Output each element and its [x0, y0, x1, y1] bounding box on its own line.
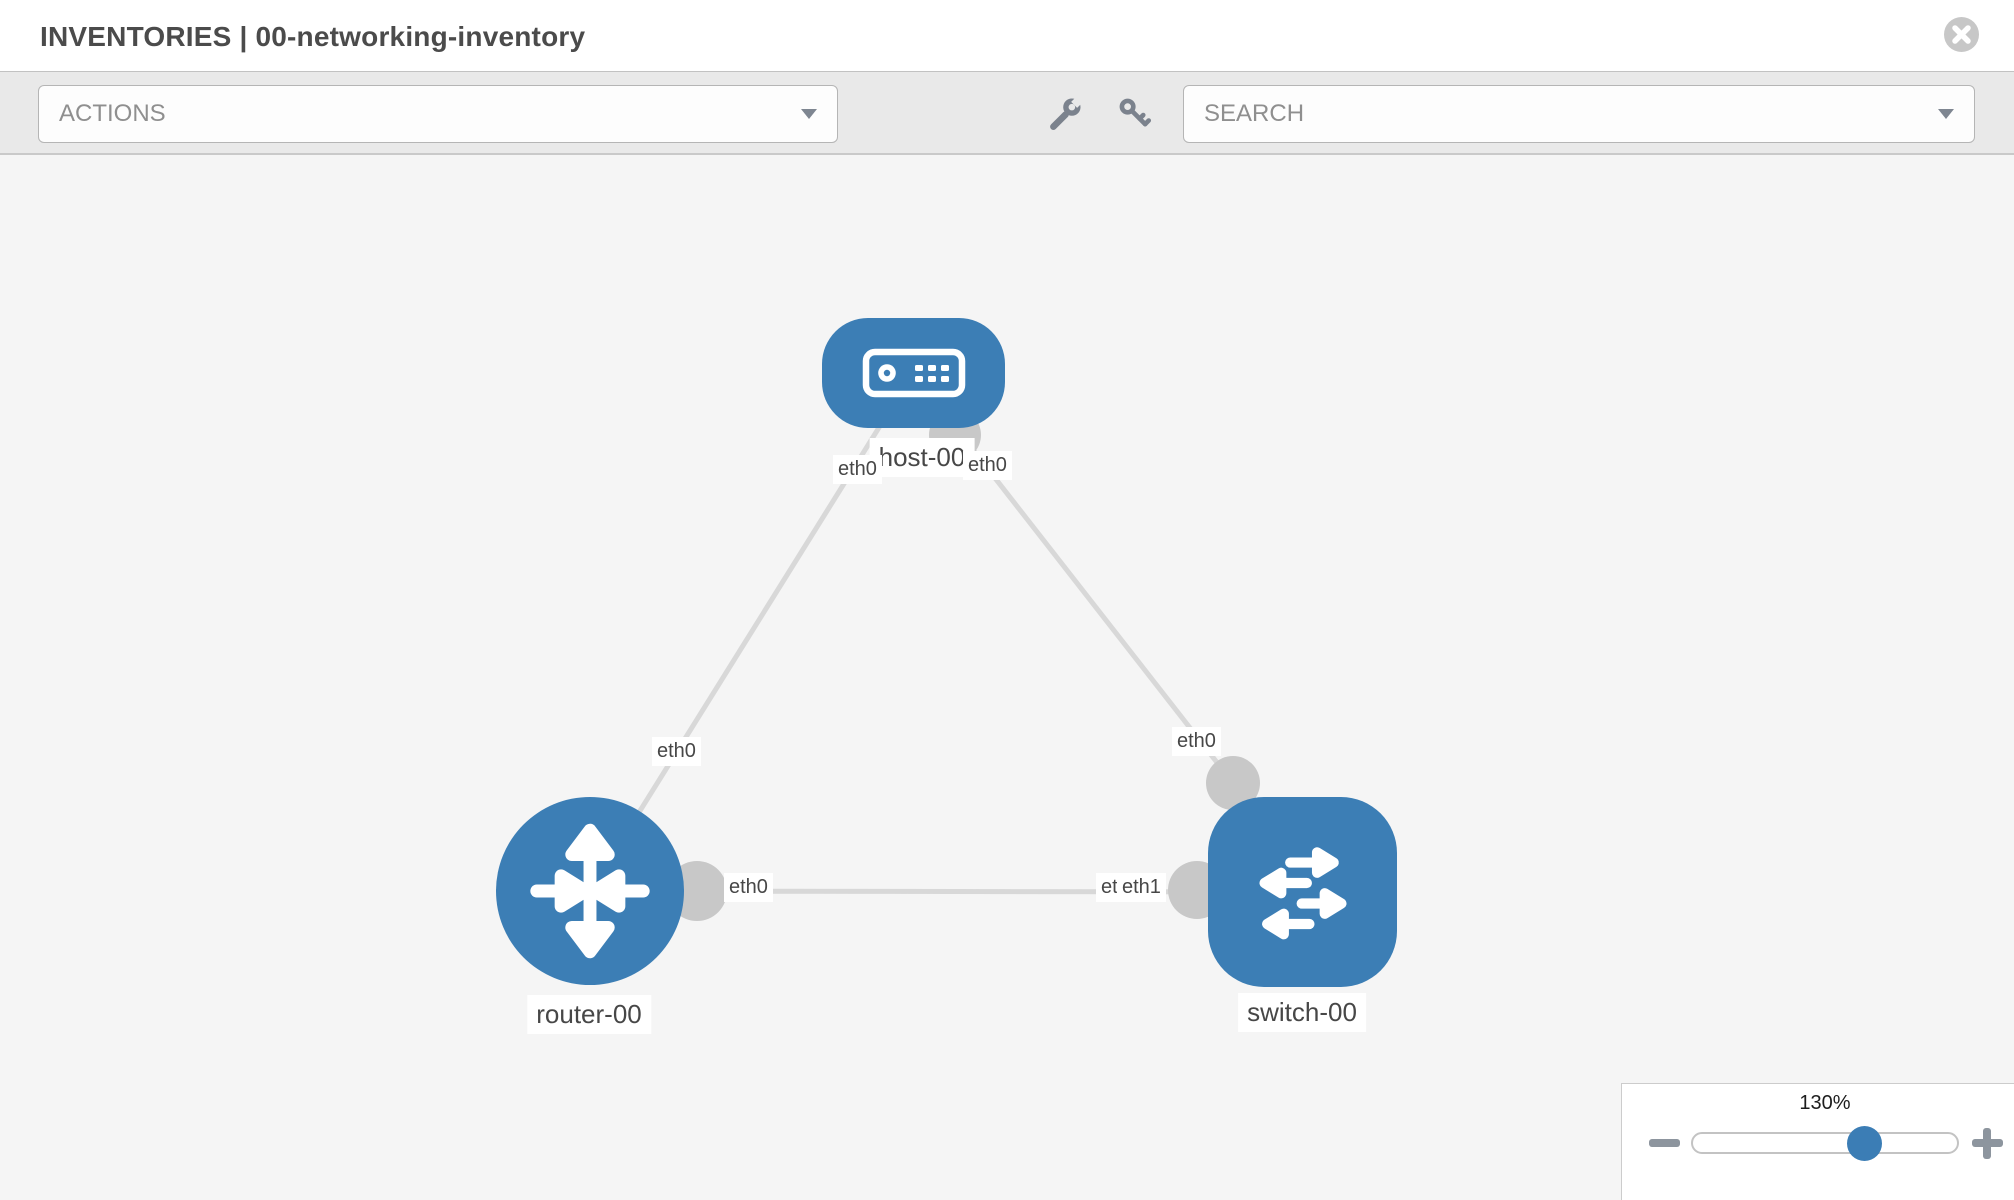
interface-connector [1206, 756, 1260, 810]
zoom-control-panel: 130% [1621, 1083, 2014, 1200]
interface-label: eth0 [1172, 727, 1221, 756]
chevron-down-icon [801, 109, 817, 119]
topology-links-layer [587, 371, 1303, 921]
router-icon [530, 823, 650, 959]
zoom-slider-handle[interactable] [1847, 1126, 1882, 1161]
actions-dropdown[interactable]: ACTIONS [38, 85, 838, 143]
header-bar: INVENTORIES | 00-networking-inventory [0, 0, 2014, 71]
actions-dropdown-label: ACTIONS [59, 100, 166, 127]
plus-icon-bar [1983, 1128, 1991, 1159]
node-switch-00[interactable] [1208, 797, 1397, 987]
zoom-slider-track[interactable] [1691, 1132, 1959, 1154]
search-placeholder: SEARCH [1204, 100, 1305, 127]
node-label-router-00: router-00 [527, 995, 651, 1034]
interface-label: eth0 [652, 737, 701, 766]
search-dropdown[interactable]: SEARCH [1183, 85, 1975, 143]
key-icon[interactable] [1112, 90, 1158, 138]
plus-icon[interactable] [1972, 1128, 2003, 1159]
node-label-switch-00: switch-00 [1238, 993, 1366, 1032]
page-title: INVENTORIES | 00-networking-inventory [40, 21, 586, 52]
interface-label: eth0 [833, 455, 882, 484]
interface-label: eth1 [1117, 873, 1166, 902]
node-host-00[interactable] [822, 318, 1005, 428]
chevron-down-icon [1938, 109, 1954, 119]
interface-label: eth0 [724, 873, 773, 902]
wrench-icon[interactable] [1042, 90, 1088, 138]
node-router-00[interactable] [496, 797, 684, 985]
node-label-host-00: host-00 [869, 438, 975, 477]
topology-canvas[interactable]: host-00 router-00 switch-00 eth0 eth0 et… [0, 155, 2014, 1200]
minus-icon[interactable] [1649, 1139, 1680, 1147]
toolbar: ACTIONS SEARCH [0, 71, 2014, 155]
interface-label: eth0 [963, 451, 1012, 480]
zoom-level: 130% [1799, 1092, 1851, 1114]
host-icon [862, 348, 965, 398]
switch-icon [1258, 847, 1347, 940]
close-icon[interactable] [1943, 16, 1980, 53]
